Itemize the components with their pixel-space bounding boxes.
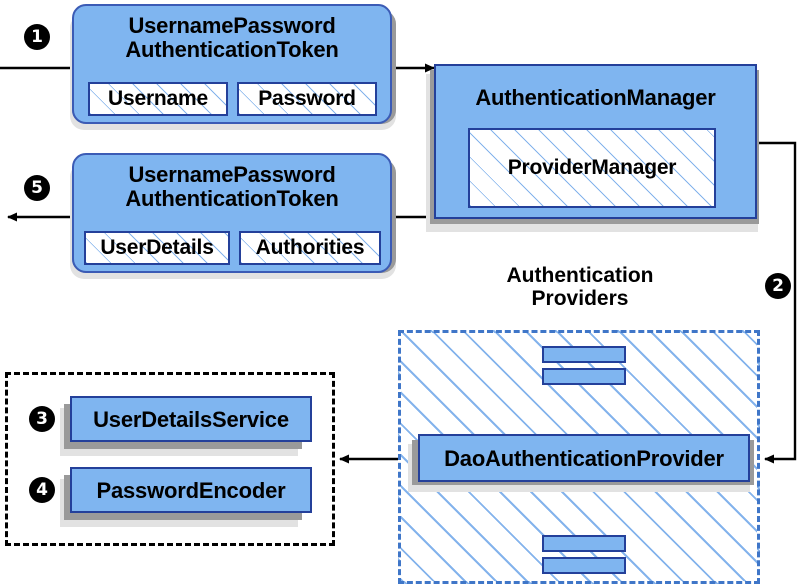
authentication-providers-label-line2: Providers <box>531 287 629 311</box>
request-token-field-username-label: Username <box>108 87 208 110</box>
response-token-field-userdetails-label: UserDetails <box>100 236 214 259</box>
provider-manager-box[interactable]: ProviderManager <box>468 128 716 208</box>
response-token-title: UsernamePassword AuthenticationToken <box>74 163 390 211</box>
response-token-field-userdetails[interactable]: UserDetails <box>84 231 230 265</box>
request-token-title-line1: UsernamePassword <box>128 13 336 38</box>
step-bullet-2: 2 <box>765 273 791 299</box>
authentication-providers-label: Authentication Providers <box>455 264 705 310</box>
authentication-manager-title: AuthenticationManager <box>475 85 716 110</box>
provider-manager-label: ProviderManager <box>507 156 677 179</box>
response-token-title-line1: UsernamePassword <box>128 162 336 187</box>
response-token-box[interactable]: UsernamePassword AuthenticationToken Use… <box>72 153 392 273</box>
connector-manager-to-provider <box>757 141 797 464</box>
step-bullet-4: 4 <box>29 477 55 503</box>
password-encoder-box[interactable]: PasswordEncoder <box>70 467 312 513</box>
response-token-field-authorities-label: Authorities <box>255 236 365 259</box>
authentication-providers-label-line1: Authentication <box>506 264 654 287</box>
step-bullet-5: 5 <box>24 175 50 201</box>
request-token-field-username[interactable]: Username <box>88 82 228 116</box>
request-token-title: UsernamePassword AuthenticationToken <box>74 14 390 62</box>
response-token-field-authorities[interactable]: Authorities <box>239 231 381 265</box>
response-token-title-line2: AuthenticationToken <box>125 185 339 211</box>
provider-placeholder-bottom-bar-1 <box>542 535 626 552</box>
user-details-service-label: UserDetailsService <box>93 407 289 432</box>
provider-placeholder-top-bar-1 <box>542 346 626 363</box>
provider-placeholder-bottom-bar-2 <box>542 557 626 574</box>
dao-authentication-provider-box[interactable]: DaoAuthenticationProvider <box>418 434 750 482</box>
authentication-manager-box[interactable]: AuthenticationManager ProviderManager <box>434 64 757 219</box>
request-token-field-password-label: Password <box>258 87 356 110</box>
request-token-title-line2: AuthenticationToken <box>125 36 339 62</box>
provider-placeholder-top-bar-2 <box>542 368 626 385</box>
user-details-service-box[interactable]: UserDetailsService <box>70 396 312 442</box>
request-token-field-password[interactable]: Password <box>237 82 377 116</box>
password-encoder-label: PasswordEncoder <box>96 478 286 503</box>
step-bullet-3: 3 <box>29 406 55 432</box>
step-bullet-1: 1 <box>24 24 50 50</box>
services-container <box>5 372 335 546</box>
request-token-box[interactable]: UsernamePassword AuthenticationToken Use… <box>72 4 392 124</box>
dao-authentication-provider-label: DaoAuthenticationProvider <box>444 446 724 471</box>
